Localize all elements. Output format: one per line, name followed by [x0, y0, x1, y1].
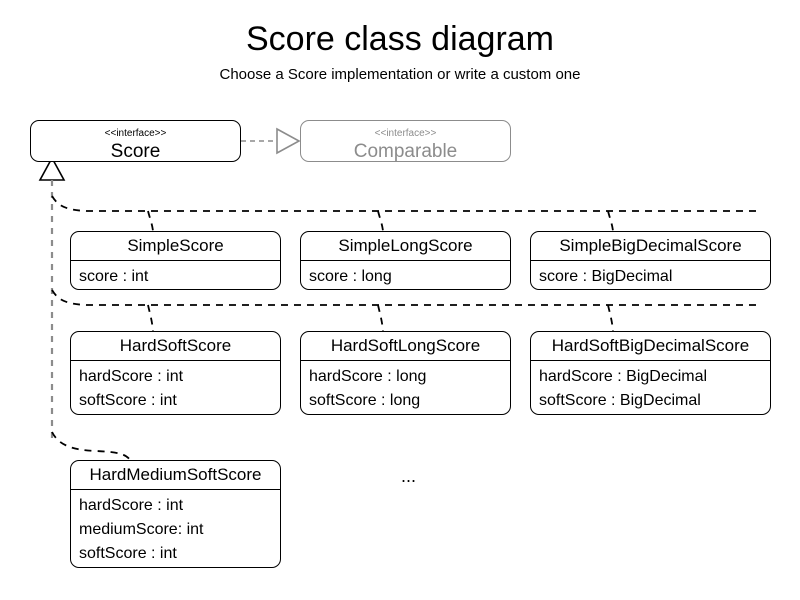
class-name: SimpleScore	[71, 232, 280, 261]
class-hard-soft-big-decimal-score[interactable]: HardSoftBigDecimalScore hardScore : BigD…	[530, 331, 771, 415]
class-hard-medium-soft-score[interactable]: HardMediumSoftScore hardScore : int medi…	[70, 460, 281, 568]
class-hard-soft-long-score[interactable]: HardSoftLongScore hardScore : long softS…	[300, 331, 511, 415]
class-name: SimpleLongScore	[301, 232, 510, 261]
class-simple-score[interactable]: SimpleScore score : int	[70, 231, 281, 290]
class-name: HardSoftLongScore	[301, 332, 510, 361]
inheritance-drop-hard-soft-big-decimal-score	[607, 304, 614, 332]
attribute-list: hardScore : long softScore : long	[301, 361, 510, 414]
page-subtitle: Choose a Score implementation or write a…	[219, 66, 581, 83]
attribute-item: score : int	[79, 268, 149, 285]
attribute-item: score : BigDecimal	[539, 268, 673, 285]
page-title: Score class diagram	[245, 20, 554, 58]
interface-score-title: <<interface>> Score	[31, 121, 240, 162]
attribute-item: softScore : int	[79, 545, 177, 562]
interface-comparable-name: Comparable	[353, 141, 458, 162]
attribute-item: hardScore : BigDecimal	[539, 368, 708, 385]
attribute-item: softScore : int	[79, 392, 177, 409]
inheritance-drop-simple-long-score	[377, 210, 384, 232]
inheritance-drop-simple-score	[147, 210, 154, 232]
attribute-list: score : long	[301, 261, 510, 289]
inheritance-drop-hard-soft-score	[147, 304, 154, 332]
interface-comparable[interactable]: <<interface>> Comparable	[300, 120, 511, 162]
inheritance-drop-simple-big-decimal-score	[607, 210, 614, 232]
realization-arrowhead-icon	[276, 127, 301, 155]
class-name: SimpleBigDecimalScore	[531, 232, 770, 261]
inheritance-branch-hard-medium-soft-score	[51, 431, 131, 461]
interface-score[interactable]: <<interface>> Score	[30, 120, 241, 162]
inheritance-drop-hard-soft-long-score	[377, 304, 384, 332]
more-implementations-ellipsis: ...	[401, 466, 417, 486]
attribute-item: mediumScore: int	[79, 521, 204, 538]
attribute-list: hardScore : int mediumScore: int softSco…	[71, 490, 280, 567]
attribute-item: score : long	[309, 268, 392, 285]
attribute-list: score : int	[71, 261, 280, 289]
inheritance-branch-row1	[51, 195, 760, 212]
stereotype-label: <<interface>>	[104, 128, 167, 139]
attribute-list: score : BigDecimal	[531, 261, 770, 289]
class-name: HardSoftBigDecimalScore	[531, 332, 770, 361]
attribute-item: softScore : long	[309, 392, 421, 409]
stereotype-label: <<interface>>	[374, 128, 437, 139]
class-hard-soft-score[interactable]: HardSoftScore hardScore : int softScore …	[70, 331, 281, 415]
attribute-list: hardScore : BigDecimal softScore : BigDe…	[531, 361, 770, 414]
class-name: HardMediumSoftScore	[71, 461, 280, 490]
class-simple-big-decimal-score[interactable]: SimpleBigDecimalScore score : BigDecimal	[530, 231, 771, 290]
attribute-list: hardScore : int softScore : int	[71, 361, 280, 414]
class-simple-long-score[interactable]: SimpleLongScore score : long	[300, 231, 511, 290]
interface-score-name: Score	[110, 141, 161, 162]
attribute-item: hardScore : long	[309, 368, 427, 385]
class-name: HardSoftScore	[71, 332, 280, 361]
inheritance-branch-row2	[51, 289, 760, 306]
interface-comparable-title: <<interface>> Comparable	[301, 121, 510, 162]
attribute-item: softScore : BigDecimal	[539, 392, 701, 409]
attribute-item: hardScore : int	[79, 497, 184, 514]
attribute-item: hardScore : int	[79, 368, 184, 385]
